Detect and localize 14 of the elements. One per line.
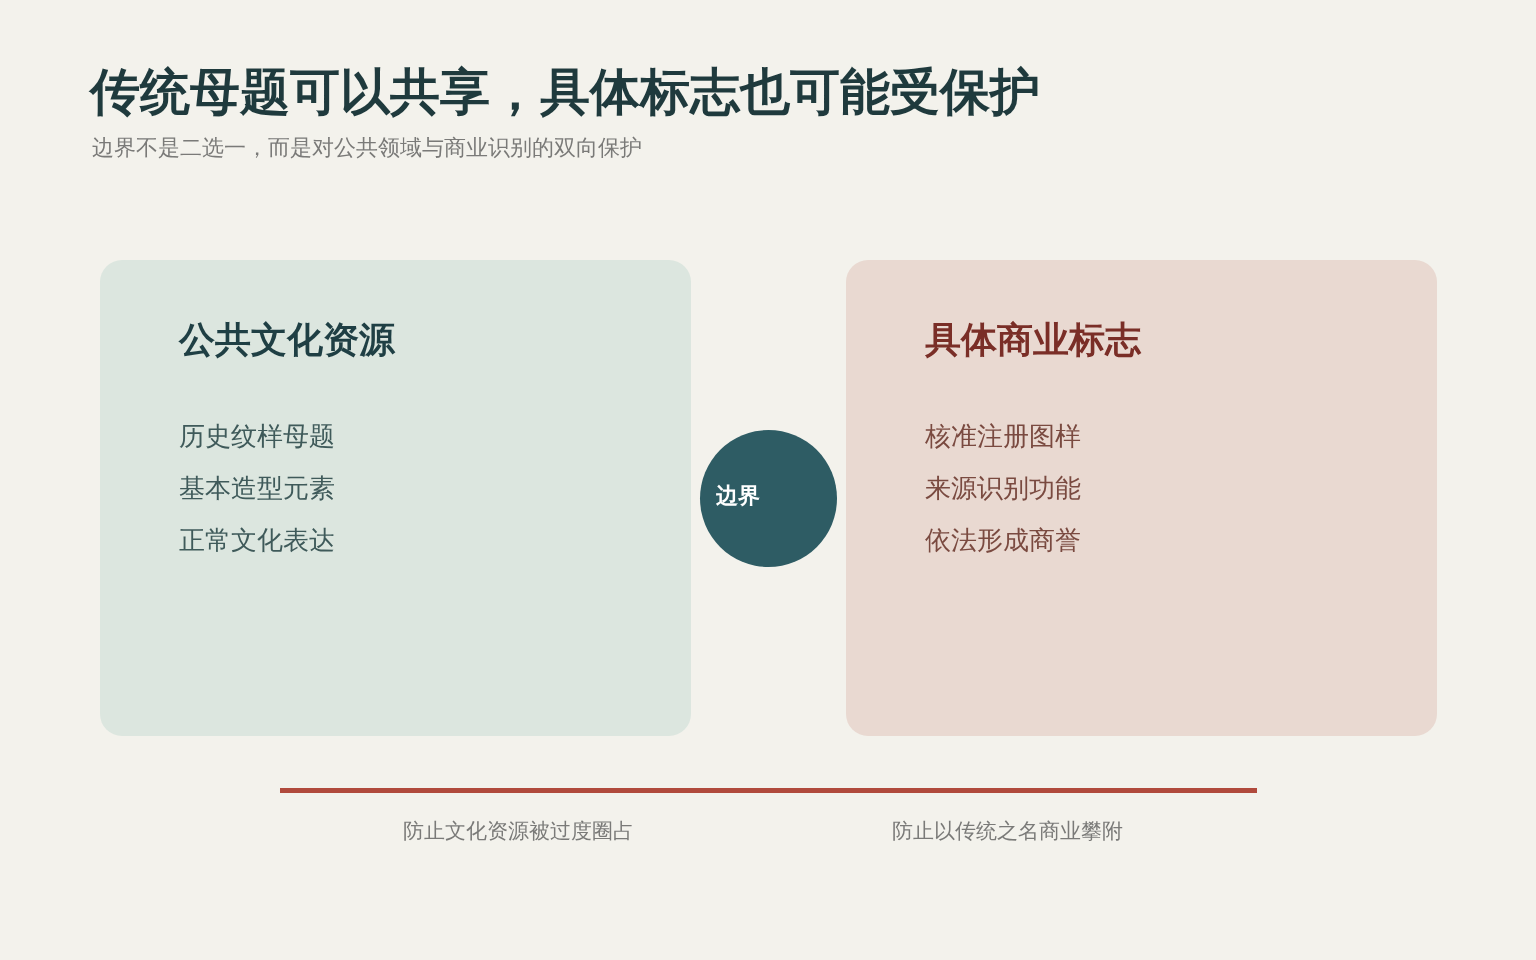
panel-card xyxy=(846,260,1437,736)
list-item: 核准注册图样 xyxy=(925,420,1081,453)
list-item: 历史纹样母题 xyxy=(179,420,335,453)
page-title: 传统母题可以共享，具体标志也可能受保护 xyxy=(90,62,1040,122)
note-text: 防止文化资源被过度圈占 xyxy=(402,818,634,845)
list-item: 正常文化表达 xyxy=(179,524,335,557)
note-text: 防止以传统之名商业攀附 xyxy=(891,818,1123,845)
circle-label: 边界 xyxy=(716,482,760,510)
list-item: 来源识别功能 xyxy=(925,472,1081,505)
list-item: 基本造型元素 xyxy=(179,472,335,505)
subtitle: 边界不是二选一，而是对公共领域与商业识别的双向保护 xyxy=(92,134,642,162)
panel-heading: 具体商业标志 xyxy=(925,318,1141,362)
panel-heading: 公共文化资源 xyxy=(179,318,395,362)
list-item: 依法形成商誉 xyxy=(925,524,1081,557)
